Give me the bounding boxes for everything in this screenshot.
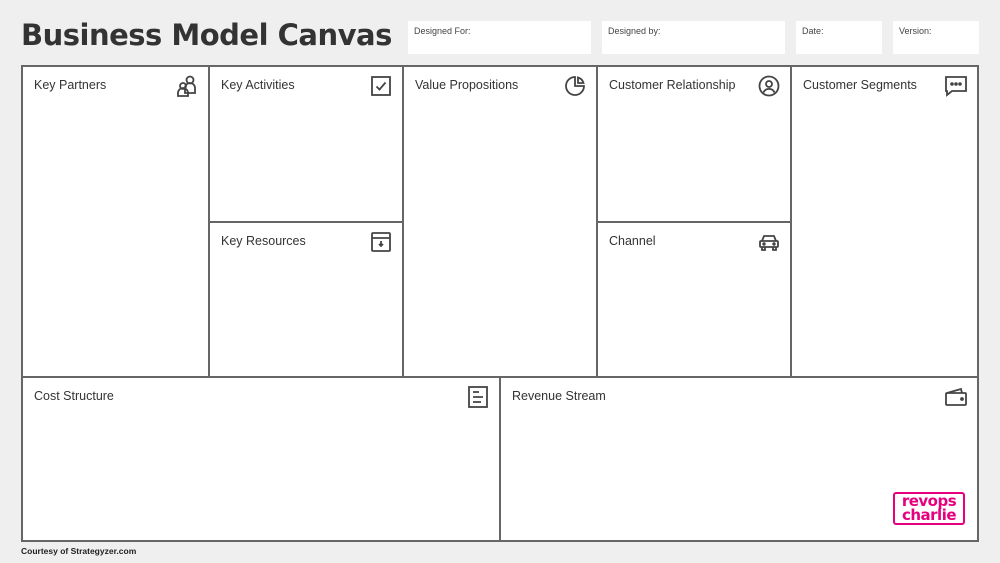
value-propositions-label: Value Propositions — [415, 78, 519, 92]
key-activities-label: Key Activities — [221, 78, 295, 92]
key-partners-block[interactable]: Key Partners — [23, 67, 210, 378]
revenue-stream-block[interactable]: Revenue Stream — [501, 378, 977, 540]
customer-segments-block[interactable]: Customer Segments — [792, 67, 977, 378]
business-model-canvas: Key Partners Key Activities Key Resource… — [21, 65, 979, 542]
logo-line-2: charlie — [901, 506, 957, 524]
people-icon — [175, 74, 199, 98]
version-field[interactable]: Version: — [893, 21, 979, 54]
pie-chart-icon — [563, 74, 587, 98]
designed-for-label: Designed For: — [414, 26, 471, 36]
date-label: Date: — [802, 26, 824, 36]
key-partners-label: Key Partners — [34, 78, 107, 92]
user-circle-icon — [757, 74, 781, 98]
cost-structure-label: Cost Structure — [34, 389, 114, 403]
channel-block[interactable]: Channel — [598, 223, 792, 378]
revops-charlie-logo: revops charlie — [893, 492, 965, 525]
designed-for-field[interactable]: Designed For: — [408, 21, 591, 54]
key-resources-label: Key Resources — [221, 234, 306, 248]
designed-by-label: Designed by: — [608, 26, 661, 36]
chat-bubble-icon — [944, 74, 968, 98]
value-propositions-block[interactable]: Value Propositions — [404, 67, 598, 378]
checkbox-icon — [369, 74, 393, 98]
footer-credit: Courtesy of Strategyzer.com — [21, 546, 137, 556]
customer-segments-label: Customer Segments — [803, 78, 917, 92]
date-field[interactable]: Date: — [796, 21, 882, 54]
key-resources-block[interactable]: Key Resources — [210, 223, 404, 378]
document-list-icon — [466, 385, 490, 409]
channel-label: Channel — [609, 234, 656, 248]
page-title: Business Model Canvas — [21, 18, 392, 52]
revenue-stream-label: Revenue Stream — [512, 389, 606, 403]
car-icon — [757, 230, 781, 254]
customer-relationship-label: Customer Relationship — [609, 78, 736, 92]
logo-line-1: revops — [901, 492, 957, 510]
designed-by-field[interactable]: Designed by: — [602, 21, 785, 54]
cost-structure-block[interactable]: Cost Structure — [23, 378, 501, 540]
key-activities-block[interactable]: Key Activities — [210, 67, 404, 223]
archive-box-icon — [369, 230, 393, 254]
wallet-icon — [944, 385, 968, 409]
version-label: Version: — [899, 26, 932, 36]
customer-relationship-block[interactable]: Customer Relationship — [598, 67, 792, 223]
